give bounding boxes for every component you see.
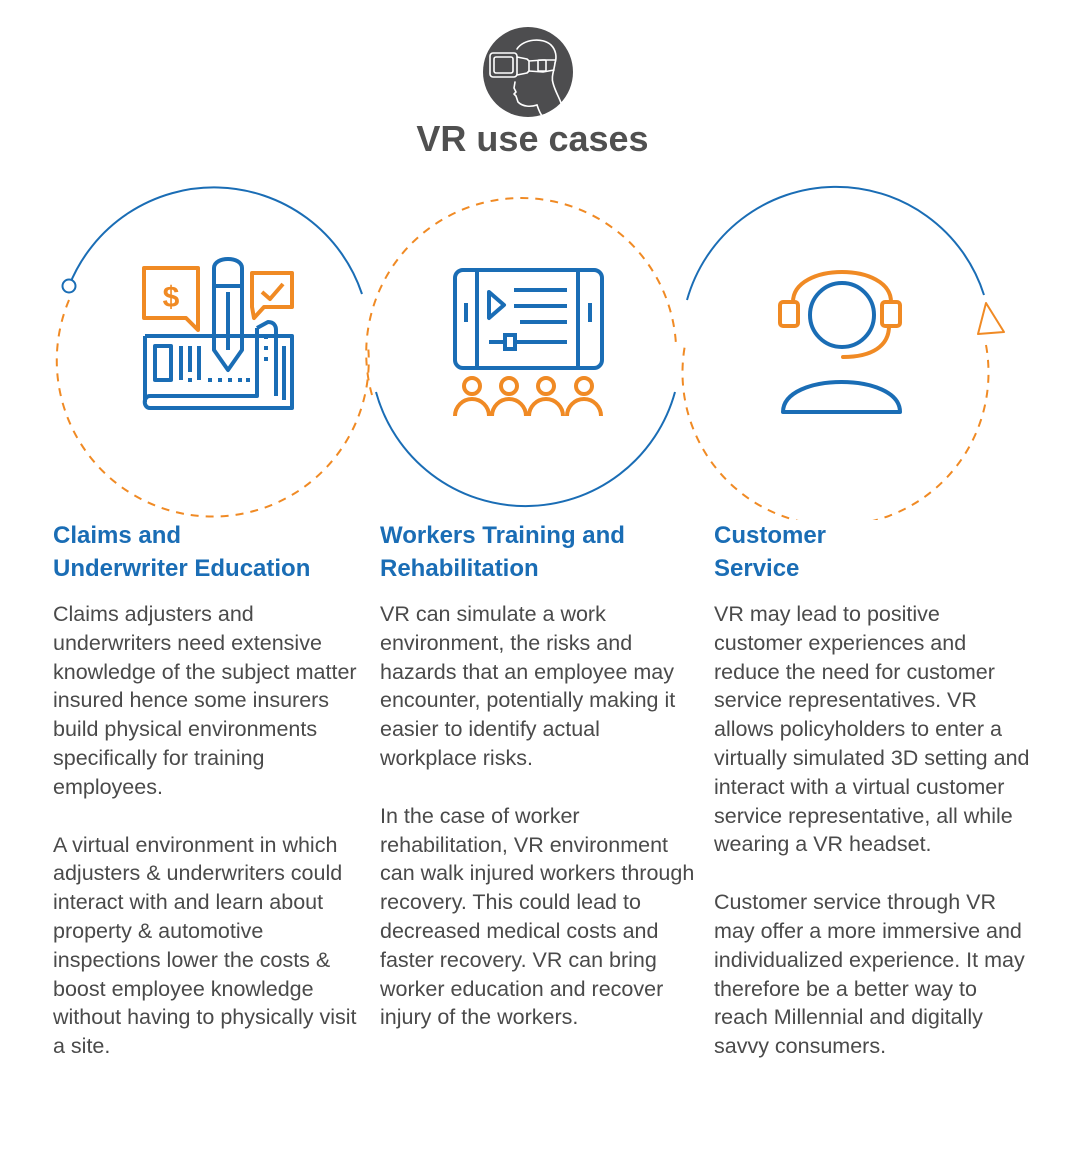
use-case-paragraph: Customer service through VR may offer a … bbox=[714, 890, 1025, 1059]
svg-text:$: $ bbox=[163, 281, 180, 314]
arrow-marker-icon bbox=[977, 302, 1005, 335]
vr-headset-person-icon bbox=[483, 27, 573, 117]
page-title: VR use cases bbox=[416, 118, 649, 159]
video-training-audience-icon bbox=[453, 268, 604, 417]
use-case-claims: Claims and Underwriter Education Claims … bbox=[53, 519, 371, 1090]
start-marker-icon bbox=[61, 278, 77, 294]
use-case-paragraph: VR may lead to positive customer experie… bbox=[714, 602, 1030, 857]
use-case-training: Workers Training and Rehabilitation VR c… bbox=[380, 519, 698, 1061]
circle-training bbox=[365, 197, 677, 507]
claims-document-pencil-icon: $ bbox=[142, 257, 294, 410]
customer-service-headset-icon bbox=[778, 270, 902, 414]
use-case-circles-diagram: $ bbox=[55, 185, 1005, 520]
use-case-customer-service: Customer Service VR may lead to positive… bbox=[714, 519, 1032, 1090]
use-case-title: Workers Training and Rehabilitation bbox=[380, 522, 625, 582]
circle-customer-service bbox=[681, 185, 1005, 520]
use-case-paragraph: In the case of worker rehabilitation, VR… bbox=[380, 803, 695, 1030]
use-case-title: Customer Service bbox=[714, 522, 827, 582]
use-case-paragraph: Claims adjusters and underwriters need e… bbox=[53, 602, 357, 799]
use-case-title: Claims and Underwriter Education bbox=[53, 522, 311, 582]
use-case-paragraph: VR can simulate a work environment, the … bbox=[380, 602, 676, 770]
circle-claims bbox=[55, 186, 370, 518]
use-case-paragraph: A virtual environment in which adjusters… bbox=[53, 832, 357, 1059]
